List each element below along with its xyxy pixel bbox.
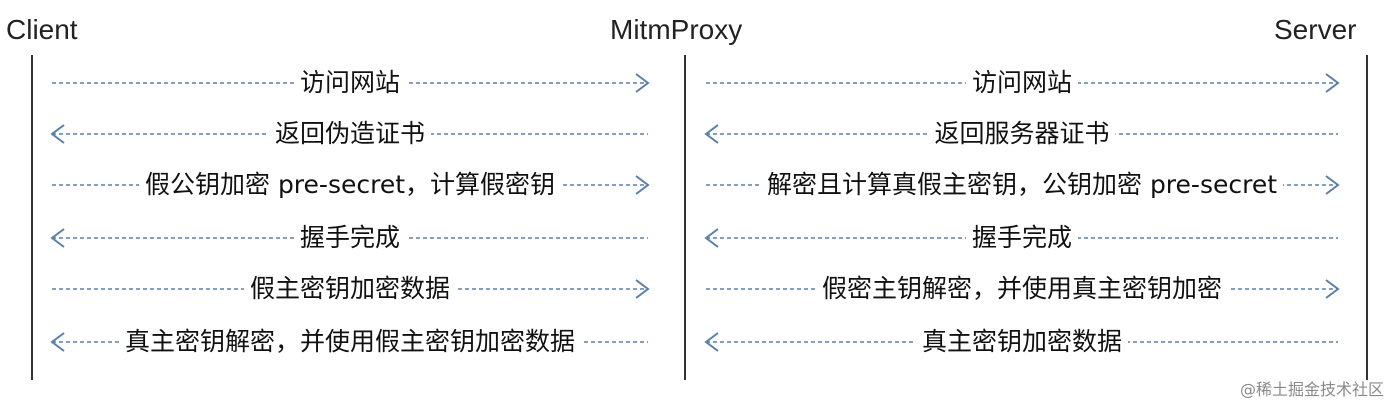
arrowhead-icon	[635, 73, 650, 93]
message-label: 访问网站	[293, 67, 407, 99]
message-label: 假公钥加密 pre-secret，计算假密钥	[138, 169, 562, 201]
lifeline-server	[1366, 55, 1368, 380]
arrowhead-icon	[1325, 73, 1340, 93]
actor-client: Client	[6, 14, 78, 45]
arrowhead-icon	[50, 228, 65, 248]
arrowhead-icon	[50, 332, 65, 352]
message-label: 握手完成	[293, 222, 407, 254]
arrowhead-icon	[704, 124, 719, 144]
arrowhead-icon	[1325, 279, 1340, 299]
message-label: 解密且计算真假主密钥，公钥加密 pre-secret	[760, 169, 1284, 201]
message-label: 假密主钥解密，并使用真主密钥加密	[815, 273, 1229, 305]
actor-server: Server	[1274, 14, 1357, 45]
message-label: 真主密钥解密，并使用假主密钥加密数据	[118, 326, 582, 358]
arrowhead-icon	[704, 228, 719, 248]
message-label: 真主密钥加密数据	[915, 326, 1129, 358]
lifeline-mitmproxy	[684, 55, 686, 380]
message-label: 访问网站	[965, 67, 1079, 99]
actor-mitmproxy: MitmProxy	[610, 14, 743, 45]
message-label: 假主密钥加密数据	[243, 273, 457, 305]
arrowhead-icon	[635, 279, 650, 299]
message-label: 返回伪造证书	[268, 118, 432, 150]
arrowhead-icon	[1325, 175, 1340, 195]
watermark: @稀土掘金技术社区	[1239, 380, 1384, 399]
arrowhead-icon	[50, 124, 65, 144]
lifeline-client	[31, 55, 33, 380]
arrowhead-icon	[635, 175, 650, 195]
message-label: 握手完成	[965, 222, 1079, 254]
arrowhead-icon	[704, 332, 719, 352]
message-label: 返回服务器证书	[928, 118, 1116, 150]
